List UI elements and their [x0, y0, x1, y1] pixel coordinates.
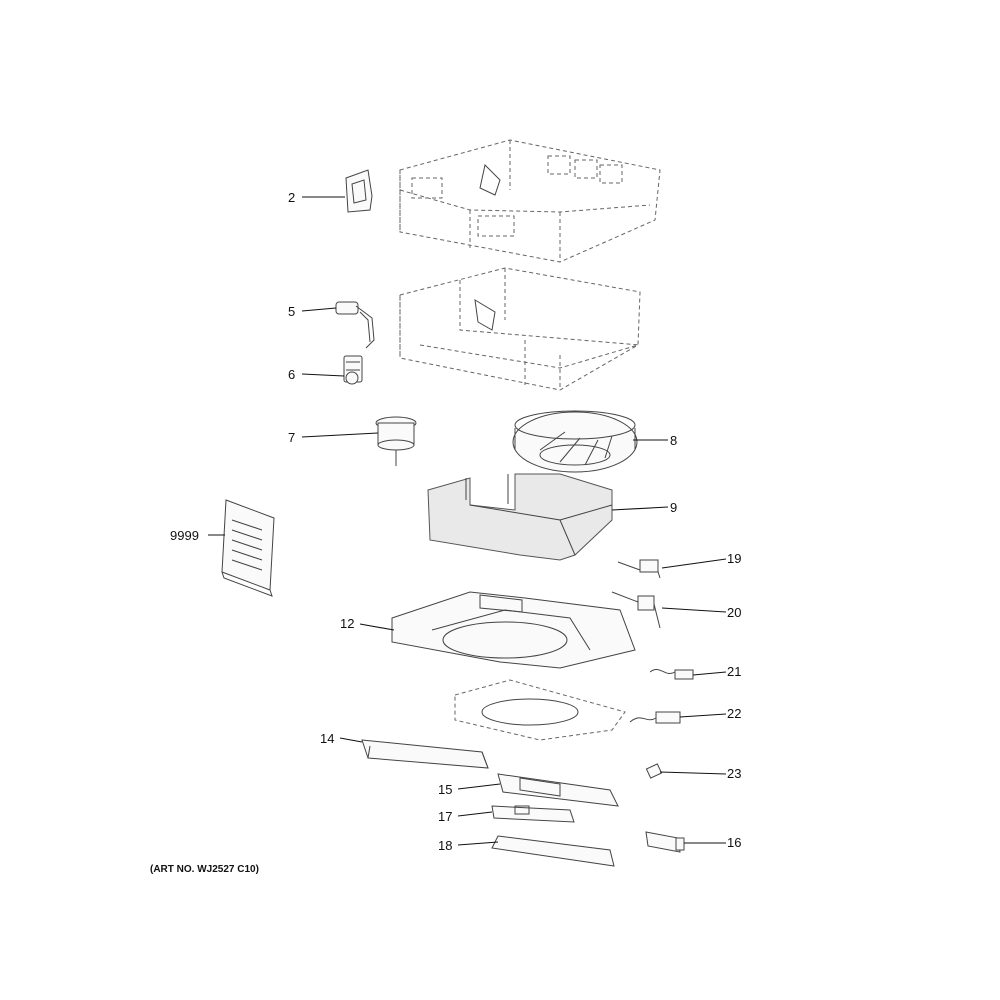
- part-7-fan-motor: [375, 416, 417, 466]
- upper-cabinet-housing: [399, 139, 661, 263]
- part-9-evaporator-coil: [427, 473, 613, 561]
- callout-5: 5: [288, 304, 295, 319]
- callout-8: 8: [670, 433, 677, 448]
- part-5-drain-hose: [335, 301, 375, 349]
- part-17-pcb: [491, 805, 575, 823]
- callout-6: 6: [288, 367, 295, 382]
- lower-cabinet-housing: [399, 267, 641, 391]
- callout-23: 23: [727, 766, 741, 781]
- callout-19: 19: [727, 551, 741, 566]
- part-20-fitting: [611, 591, 661, 629]
- callout-7: 7: [288, 430, 295, 445]
- part-15-control-board-box: [497, 773, 619, 807]
- part-21-sensor: [649, 668, 694, 680]
- callout-21: 21: [727, 664, 741, 679]
- callout-2: 2: [288, 190, 295, 205]
- callout-15: 15: [438, 782, 452, 797]
- part-18-cover: [491, 835, 615, 867]
- callout-22: 22: [727, 706, 741, 721]
- part-6-drain-pump: [343, 355, 363, 385]
- grille-frame: [454, 679, 626, 741]
- part-14-control-box: [361, 739, 489, 769]
- callout-16: 16: [727, 835, 741, 850]
- callout-9999: 9999: [170, 528, 199, 543]
- callout-9: 9: [670, 500, 677, 515]
- part-12-drain-pan: [391, 591, 636, 669]
- part-22-sensor: [629, 711, 681, 724]
- callout-14: 14: [320, 731, 334, 746]
- part-16-capacitor: [645, 831, 685, 853]
- part-9999-manual: [221, 499, 275, 597]
- part-23-connector: [645, 763, 663, 779]
- callout-18: 18: [438, 838, 452, 853]
- callout-20: 20: [727, 605, 741, 620]
- callout-17: 17: [438, 809, 452, 824]
- part-8-turbo-fan: [512, 410, 638, 473]
- art-number: (ART NO. WJ2527 C10): [150, 864, 259, 875]
- leader-lines: [208, 196, 727, 846]
- part-19-fitting: [617, 559, 661, 579]
- callout-12: 12: [340, 616, 354, 631]
- part-2-bracket: [345, 169, 373, 213]
